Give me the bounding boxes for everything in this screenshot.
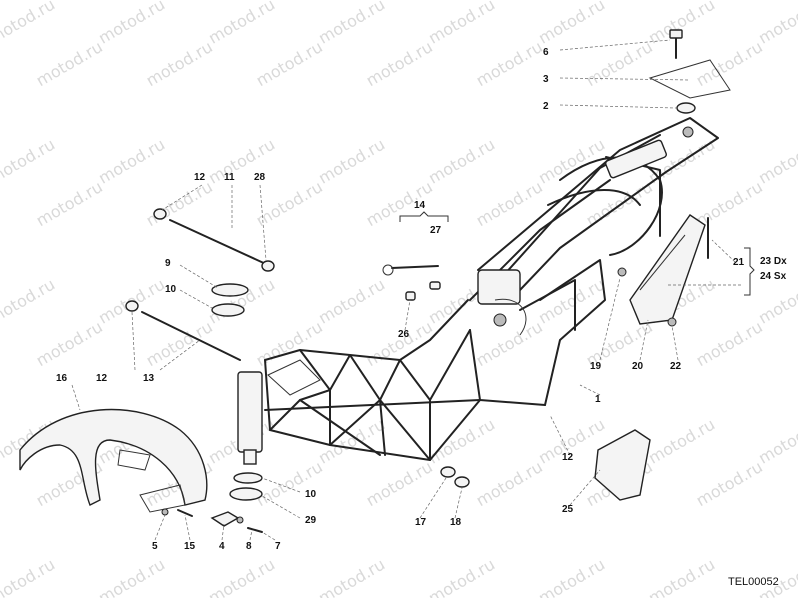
watermark-text: motod.ru: [253, 317, 326, 370]
watermark-text: motod.ru: [535, 555, 608, 598]
callout-27: 27: [430, 225, 442, 236]
reference-code: TEL00052: [728, 576, 779, 588]
callout-5: 5: [152, 541, 158, 552]
watermark-text: motod.ru: [0, 555, 58, 598]
watermark-text: motod.ru: [0, 0, 58, 48]
callout-8: 8: [246, 541, 252, 552]
callout-6: 6: [543, 47, 549, 58]
callout-1: 1: [595, 394, 601, 405]
rear-mount-parts: [648, 29, 731, 114]
watermark-text: motod.ru: [315, 415, 388, 468]
callout-11: 11: [224, 172, 235, 183]
clip-parts: [382, 264, 441, 301]
brace-14: [399, 211, 449, 222]
callout-26: 26: [398, 329, 410, 340]
watermark-text: motod.ru: [0, 135, 58, 188]
watermark-text: motod.ru: [425, 555, 498, 598]
bushing-parts: [440, 466, 470, 488]
callout-7: 7: [275, 541, 281, 552]
watermark-text: motod.ru: [755, 0, 798, 48]
watermark-text: motod.ru: [33, 37, 106, 90]
small-fasteners: [177, 509, 263, 533]
watermark-text: motod.ru: [95, 555, 168, 598]
callout-15: 15: [184, 541, 196, 552]
watermark-text: motod.ru: [425, 135, 498, 188]
watermark-text: motod.ru: [473, 457, 546, 510]
callout-23dx: 23 Dx: [760, 256, 787, 267]
callout-16: 16: [56, 373, 68, 384]
bracket-23-24: [744, 247, 755, 296]
watermark-text: motod.ru: [95, 0, 168, 48]
watermark-text: motod.ru: [645, 415, 718, 468]
watermark-text: motod.ru: [755, 275, 798, 328]
watermark-text: motod.ru: [253, 457, 326, 510]
leader-lines: [71, 39, 742, 541]
watermark-text: motod.ru: [583, 177, 656, 230]
callout-3: 3: [543, 74, 549, 85]
side-panel-parts: [617, 214, 709, 327]
watermark-text: motod.ru: [693, 317, 766, 370]
callout-10a: 10: [165, 284, 177, 295]
callout-25: 25: [562, 504, 574, 515]
callout-28: 28: [254, 172, 266, 183]
callout-12c: 12: [562, 452, 574, 463]
watermark-text: motod.ru: [33, 177, 106, 230]
watermark-text: motod.ru: [315, 275, 388, 328]
watermark-text: motod.ru: [473, 37, 546, 90]
watermark-text: motod.ru: [755, 135, 798, 188]
callout-4: 4: [219, 541, 225, 552]
callout-12a: 12: [194, 172, 206, 183]
callout-14: 14: [414, 200, 426, 211]
watermark-text: motod.ru: [693, 37, 766, 90]
watermark-text: motod.ru: [693, 457, 766, 510]
callout-24sx: 24 Sx: [760, 271, 787, 282]
watermark-text: motod.ru: [425, 0, 498, 48]
watermark-text: motod.ru: [645, 555, 718, 598]
watermark-text: motod.ru: [0, 275, 58, 328]
shock-parts: [229, 371, 263, 501]
watermark-text: motod.ru: [363, 457, 436, 510]
watermark-text: motod.ru: [315, 135, 388, 188]
watermark-text: motod.ru: [143, 37, 216, 90]
watermark-text: motod.ru: [143, 177, 216, 230]
callout-10b: 10: [305, 489, 317, 500]
callout-21: 21: [733, 257, 745, 268]
watermark-text: motod.ru: [253, 177, 326, 230]
callout-22: 22: [670, 361, 682, 372]
callout-19: 19: [590, 361, 602, 372]
watermark-text: motod.ru: [755, 415, 798, 468]
callout-18: 18: [450, 517, 462, 528]
watermark-text: motod.ru: [253, 37, 326, 90]
cover-part: [594, 429, 651, 501]
callout-17: 17: [415, 517, 427, 528]
watermark-text: motod.ru: [583, 37, 656, 90]
callout-13: 13: [143, 373, 155, 384]
watermark-text: motod.ru: [315, 0, 388, 48]
callout-29: 29: [305, 515, 317, 526]
callout-9: 9: [165, 258, 171, 269]
watermark-text: motod.ru: [205, 555, 278, 598]
watermark-text: motod.ru: [473, 317, 546, 370]
callout-12b: 12: [96, 373, 108, 384]
callout-20: 20: [632, 361, 644, 372]
watermark-text: motod.ru: [363, 37, 436, 90]
watermark-text: motod.ru: [205, 275, 278, 328]
watermark-text: motod.ru: [205, 0, 278, 48]
watermark-text: motod.ru: [693, 177, 766, 230]
watermark-text: motod.ru: [645, 0, 718, 48]
main-frame: [264, 117, 719, 461]
pivot-shaft-parts: [125, 208, 275, 361]
watermark-text: motod.ru: [33, 317, 106, 370]
front-fender: [19, 408, 208, 516]
callout-2: 2: [543, 101, 549, 112]
watermark-text: motod.ru: [535, 0, 608, 48]
watermark-text: motod.ru: [95, 135, 168, 188]
watermark-text: motod.ru: [205, 135, 278, 188]
callout-labels: 6 3 2 12 11 28 9 10 16 12 13 14 27 26 1 …: [56, 47, 787, 552]
watermark-text: motod.ru: [315, 555, 388, 598]
